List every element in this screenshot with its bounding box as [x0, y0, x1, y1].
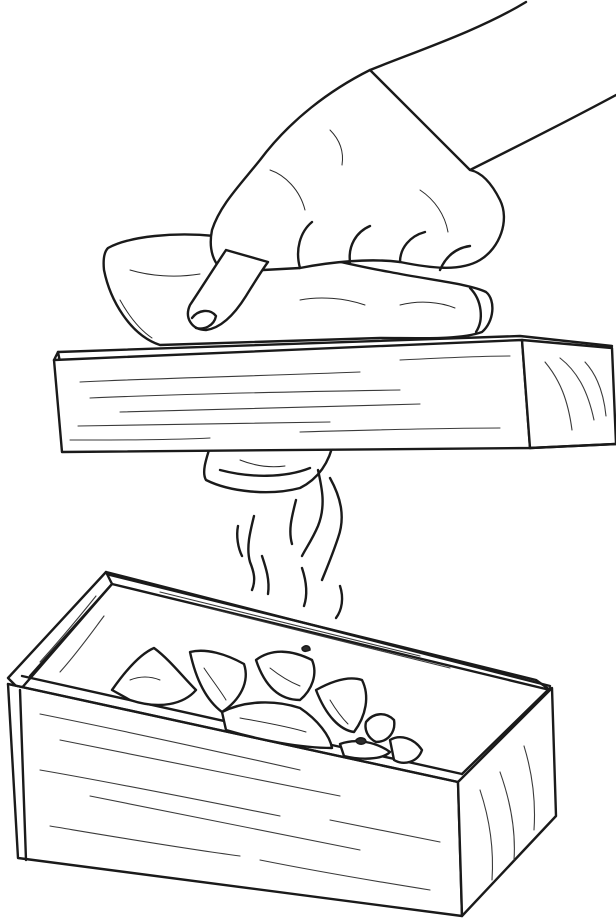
falling-shreds [236, 468, 344, 620]
grater-board [52, 334, 616, 454]
wooden-box [6, 570, 558, 918]
hand [186, 0, 616, 332]
grated-pieces [110, 645, 424, 764]
